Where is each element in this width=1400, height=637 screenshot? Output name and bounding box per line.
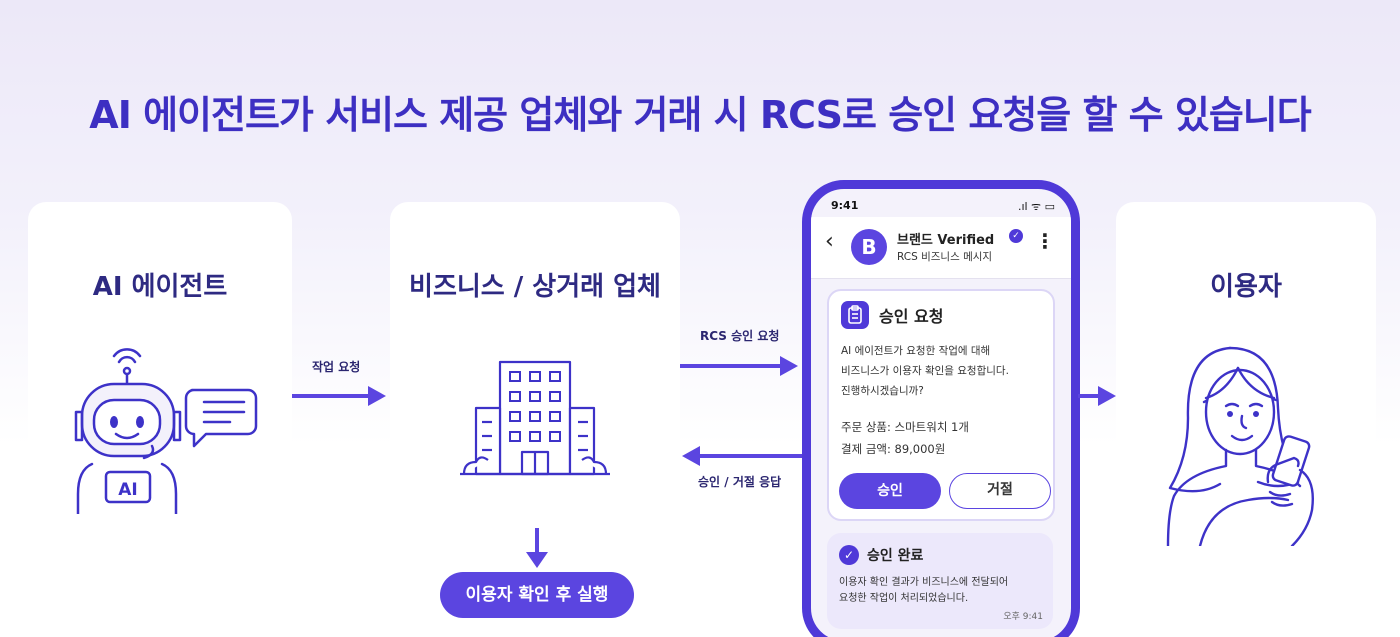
- avatar: B: [851, 229, 887, 265]
- check-circle-icon: ✓: [839, 545, 859, 565]
- status-time: 9:41: [831, 199, 859, 212]
- complete-body-line: 요청한 작업이 처리되었습니다.: [839, 593, 969, 604]
- user-illustration: [1166, 346, 1314, 546]
- chat-header: ‹ B 브랜드 Verified ✓ RCS 비즈니스 메시지 ⋮: [811, 217, 1071, 279]
- arrow-right-icon: [292, 386, 386, 406]
- approve-button[interactable]: 승인: [839, 473, 941, 509]
- complete-title: 승인 완료: [867, 548, 924, 564]
- agent-title: AI 에이전트: [92, 272, 228, 302]
- business-title: 비즈니스 / 상거래 업체: [409, 272, 661, 302]
- request-body-line: AI 에이전트가 요청한 작업에 대해: [841, 345, 991, 357]
- more-vertical-icon[interactable]: ⋮: [1035, 229, 1055, 253]
- reject-button[interactable]: 거절: [949, 473, 1051, 509]
- status-icons: .ıl ᯤ ▭: [1017, 200, 1055, 213]
- complete-body-line: 이용자 확인 결과가 비즈니스에 전달되어: [839, 577, 1009, 588]
- request-body: AI 에이전트가 요청한 작업에 대해 비즈니스가 이용자 확인을 요청합니다.…: [841, 341, 1049, 401]
- building-icon: [460, 360, 610, 476]
- arrow-right-icon: [680, 356, 798, 376]
- response-label: 승인 / 거절 응답: [698, 475, 782, 489]
- user-card: 이용자: [1116, 202, 1376, 546]
- complete-body: 이용자 확인 결과가 비즈니스에 전달되어 요청한 작업이 처리되었습니다.: [839, 575, 1045, 607]
- phone-mockup: 9:41 .ıl ᯤ ▭ ‹ B 브랜드 Verified ✓ RCS 비즈니스…: [802, 180, 1080, 637]
- arrow-down-icon: [526, 528, 548, 568]
- agent-card: AI 에이전트 AI: [28, 202, 292, 514]
- task-request-label: 작업 요청: [312, 360, 361, 374]
- back-arrow-icon[interactable]: ‹: [825, 229, 834, 254]
- request-body-line: 진행하시겠습니까?: [841, 385, 924, 397]
- user-title: 이용자: [1210, 272, 1282, 302]
- request-body-line: 비즈니스가 이용자 확인을 요청합니다.: [841, 365, 1009, 377]
- order-amount: 결제 금액: 89,000원: [841, 442, 946, 456]
- approval-request-card: 승인 요청 AI 에이전트가 요청한 작업에 대해 비즈니스가 이용자 확인을 …: [827, 289, 1055, 521]
- brand-name: 브랜드 Verified: [897, 233, 995, 248]
- rcs-request-label: RCS 승인 요청: [700, 329, 780, 343]
- execute-button[interactable]: 이용자 확인 후 실행: [440, 572, 634, 618]
- message-time: 오후 9:41: [1003, 612, 1043, 622]
- arrow-right-icon: [1078, 386, 1116, 406]
- verified-check-icon: ✓: [1009, 229, 1023, 243]
- request-title: 승인 요청: [879, 307, 944, 326]
- business-card: 비즈니스 / 상거래 업체: [390, 202, 680, 536]
- robot-illustration: AI: [74, 348, 258, 514]
- page-title: AI 에이전트가 서비스 제공 업체와 거래 시 RCS로 승인 요청을 할 수…: [89, 93, 1311, 137]
- arrow-left-icon: [682, 446, 804, 466]
- brand-subtitle: RCS 비즈니스 메시지: [897, 251, 993, 263]
- order-product: 주문 상품: 스마트워치 1개: [841, 420, 969, 434]
- robot-badge: AI: [118, 480, 137, 500]
- approval-complete-card: ✓ 승인 완료 이용자 확인 결과가 비즈니스에 전달되어 요청한 작업이 처리…: [827, 533, 1053, 629]
- clipboard-icon: [841, 301, 869, 329]
